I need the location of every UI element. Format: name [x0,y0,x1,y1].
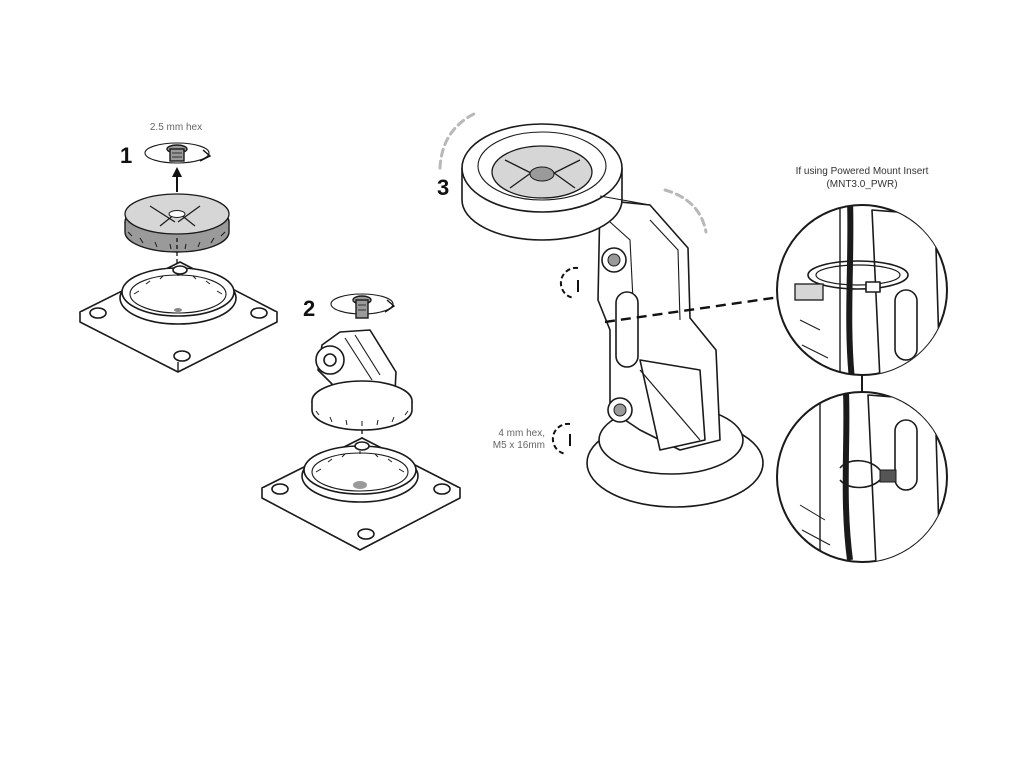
step-3-number: 3 [437,175,449,200]
hex-key-icon-lower [551,422,571,455]
callout-title-line2: (MNT3.0_PWR) [826,179,897,190]
rotate-arrow-icon [144,142,212,164]
rotate-hint-top [438,110,480,170]
detail-circle-top [776,204,948,376]
step-1-number: 1 [120,143,132,168]
step-3-group: 3 [437,110,781,508]
powered-insert-callout: If using Powered Mount Insert (MNT3.0_PW… [776,166,948,563]
base-plate-1 [79,261,278,373]
gopro-adapter [311,329,413,431]
step-1-tool-label: 2.5 mm hex [150,122,202,133]
base-plate-2 [261,437,461,551]
step-1-group: 1 2.5 mm hex [79,122,278,373]
rotate-hint-right [663,188,708,234]
hex-screw-icon [352,295,372,319]
step-2-number: 2 [303,296,315,321]
step-2-group: 2 [261,293,461,551]
screw-spec-line1: 4 mm hex, [498,428,545,439]
hex-screw-icon [166,144,188,162]
callout-title-line1: If using Powered Mount Insert [796,166,929,177]
detail-circle-bottom [776,391,948,563]
extension-arm [597,199,721,451]
hex-key-icon-upper [559,266,579,299]
computer-mount-head [461,123,651,241]
mount-insert-gear [124,193,230,253]
callout-leader-line [604,295,781,324]
screw-spec-line2: M5 x 16mm [493,440,545,451]
